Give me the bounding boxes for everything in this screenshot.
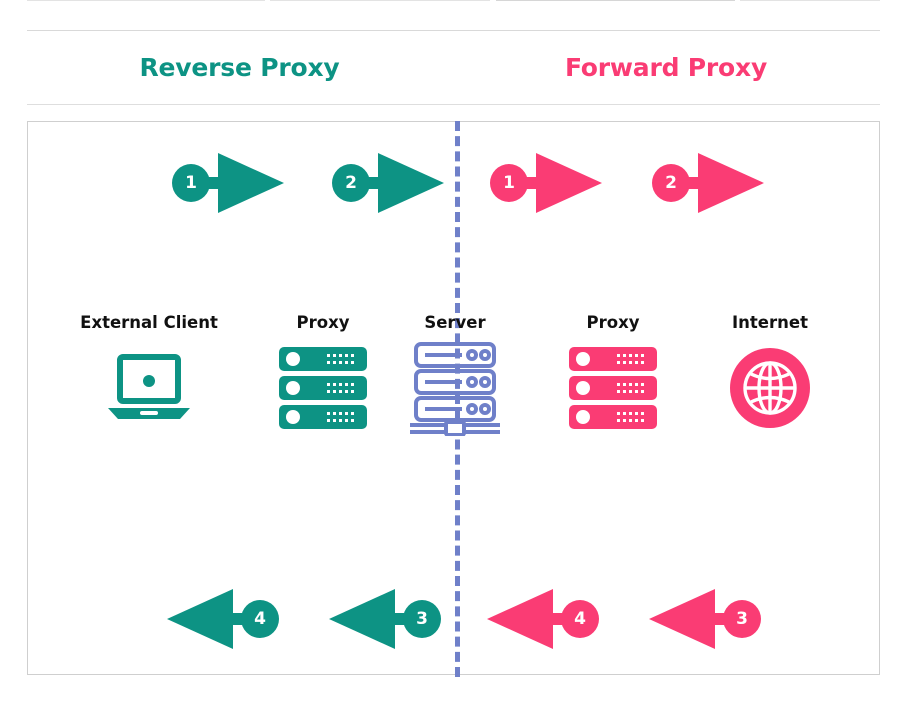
globe-icon: [690, 340, 850, 436]
node-label-proxy-left: Proxy: [296, 313, 350, 332]
node-internet: Internet: [690, 312, 850, 436]
node-server: Server: [375, 312, 535, 436]
heading-reverse-proxy: Reverse Proxy: [139, 53, 340, 82]
arrow-response-forward-step-3: 3: [645, 584, 765, 654]
heading-separator-rule: [27, 104, 880, 105]
headings-row: Reverse Proxy Forward Proxy: [27, 50, 880, 100]
node-label-proxy-right: Proxy: [586, 313, 640, 332]
node-row: External Client Proxy: [28, 312, 881, 457]
arrow-request-forward-step-1: 1: [486, 148, 606, 218]
arrow-response-reverse-step-3: 3: [325, 584, 445, 654]
arrow-request-reverse-step-2: 2: [328, 148, 448, 218]
node-label-server: Server: [424, 313, 486, 332]
heading-forward-proxy: Forward Proxy: [564, 53, 768, 82]
node-label-external-client: External Client: [80, 313, 218, 332]
top-separator-rule: [27, 30, 880, 31]
arrow-response-reverse-step-4: 4: [163, 584, 283, 654]
node-label-internet: Internet: [732, 313, 808, 332]
laptop-icon: [54, 340, 244, 436]
top-table-strip: [0, 0, 906, 30]
table-cell-rule-2: [270, 0, 490, 1]
table-cell-rule-4: [740, 0, 880, 1]
table-cell-rule-3: [496, 0, 735, 1]
server-rack-icon: [243, 340, 403, 436]
arrow-request-forward-step-2: 2: [648, 148, 768, 218]
arrow-response-forward-step-4: 4: [483, 584, 603, 654]
node-proxy-right: Proxy: [533, 312, 693, 436]
server-rack-icon: [533, 340, 693, 436]
node-external-client: External Client: [54, 312, 244, 436]
arrow-request-reverse-step-1: 1: [168, 148, 288, 218]
server-tower-icon: [375, 340, 535, 436]
table-cell-rule-1: [27, 0, 265, 1]
node-proxy-left: Proxy: [243, 312, 403, 436]
